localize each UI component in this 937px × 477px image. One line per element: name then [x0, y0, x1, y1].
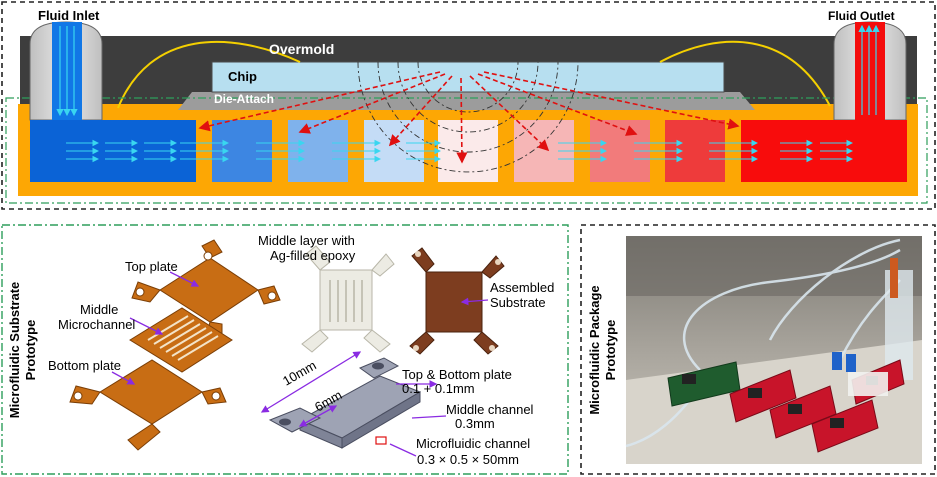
exploded-middle-layer [129, 307, 233, 373]
substrate-panel: Microfluidic Substrate Prototype [1, 224, 569, 475]
substrate-panel-border [1, 224, 569, 475]
microfluidic-channel-label-1: Microfluidic channel [416, 436, 530, 451]
package-panel: Microfluidic Package Prototype [580, 224, 936, 475]
chip [211, 61, 725, 93]
heat-spread-arcs [357, 61, 579, 173]
cross-section-border [1, 1, 936, 210]
middle-channel-label-1: Middle channel [446, 402, 534, 417]
chip-label: Chip [228, 69, 257, 84]
substrate-side-title-2: Prototype [23, 320, 38, 381]
outlet-channel [855, 22, 885, 122]
package-side-title-2: Prototype [603, 320, 618, 381]
middle-channel-label-2: 0.3mm [455, 416, 495, 431]
assembled-label-1: Assembled [490, 280, 554, 295]
top-bottom-plate-label-2: 0.1 + 0.1mm [402, 381, 475, 396]
exploded-top-plate [131, 239, 281, 339]
package-side-title-1: Microfluidic Package [587, 285, 602, 414]
die-attach-label: Die-Attach [214, 92, 274, 106]
middle-layer-label-1: Middle layer with [258, 233, 355, 248]
top-plate-label: Top plate [125, 259, 178, 274]
overmold-label: Overmold [269, 41, 334, 57]
assembled-label-2: Substrate [490, 295, 546, 310]
die-attach-layer [178, 92, 755, 110]
top-bottom-plate-label-1: Top & Bottom plate [402, 367, 512, 382]
bond-wire-right [659, 40, 831, 107]
package-panel-border [580, 224, 936, 475]
bond-wire-left [117, 40, 301, 109]
vertical-flow-arrows [56, 24, 880, 117]
substrate-outline [5, 97, 928, 204]
substrate-side-title-1: Microfluidic Substrate [7, 282, 22, 419]
package-photo [625, 236, 922, 464]
fluid-inlet-label: Fluid Inlet [38, 8, 100, 23]
bottom-plate-label: Bottom plate [48, 358, 121, 373]
channel-block-4 [438, 120, 498, 182]
heat-flow-arrows [198, 71, 740, 164]
dim-10mm-label: 10mm [280, 358, 319, 389]
exploded-leaders [111, 271, 200, 385]
horizontal-flow-arrows [66, 139, 854, 163]
dimension-lines [260, 351, 447, 457]
assembled-leader [460, 297, 489, 306]
fluid-outlet-label: Fluid Outlet [828, 9, 895, 23]
middle-microchannel-label-2: Microchannel [58, 317, 135, 332]
assembled-substrate-photo [409, 247, 505, 355]
microfluidic-channel-label-2: 0.3 × 0.5 × 50mm [417, 452, 519, 467]
middle-microchannel-label-1: Middle [80, 302, 118, 317]
exploded-bottom-plate [69, 359, 227, 451]
cross-section-panel: Fluid Inlet Fluid Outlet Overmold Chip D… [1, 1, 936, 210]
middle-layer-label-2: Ag-filled epoxy [270, 248, 356, 263]
